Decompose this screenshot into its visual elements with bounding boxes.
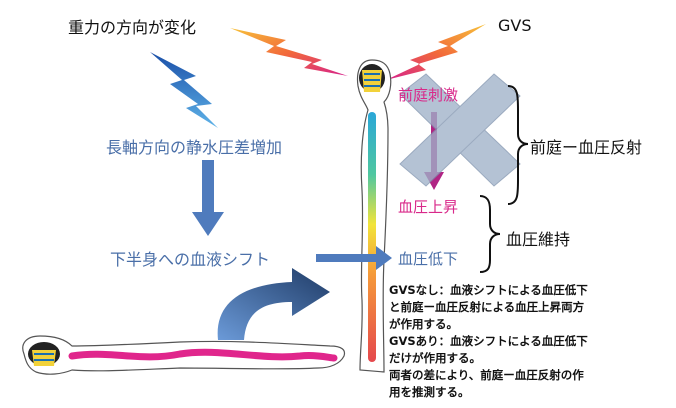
maintain-brace [479,195,501,273]
vestibular-organ-icon [359,64,385,92]
bp-maintain-label: 血圧維持 [506,230,571,249]
lying-body [22,335,346,375]
note-line: 両者の差により、前庭ー血圧反射の作 [389,368,584,382]
blue-lightning-icon [150,52,218,128]
note-line: GVSあり：血液シフトによる血圧低下 [389,334,588,348]
note-line: 用を推測する。 [389,385,470,399]
vestibulo-reflex-label: 前庭ー血圧反射 [530,138,643,157]
gvs-lightning-right-icon [386,24,486,80]
gvs-label: GVS [498,16,532,35]
hydrostatic-label: 長軸方向の静水圧差増加 [106,138,283,157]
block-cross-icon [399,73,521,187]
gvs-lightning-left-icon [230,28,348,76]
note-line: が作用する。 [389,317,458,331]
vestibular-stim-label: 前庭刺激 [398,86,459,104]
gravity-label: 重力の方向が変化 [68,18,197,37]
note-line: だけが作用する。 [389,351,481,365]
note-line: と前庭ー血圧反射による血圧上昇両方 [389,300,585,314]
reflex-brace [507,85,529,205]
fluid-shift-label: 下半身への血液シフト [110,250,271,269]
bp-rise-label: 血圧上昇 [398,198,459,216]
standing-body [356,59,392,373]
posture-change-arrow [217,268,330,340]
bp-drop-label: 血圧低下 [398,250,459,268]
explanation-note: GVSなし：血液シフトによる血圧低下 と前庭ー血圧反射による血圧上昇両方 が作用… [389,282,676,401]
down-arrow-blue [192,160,224,236]
note-line: GVSなし：血液シフトによる血圧低下 [389,283,588,297]
right-arrow-blue [316,246,392,270]
